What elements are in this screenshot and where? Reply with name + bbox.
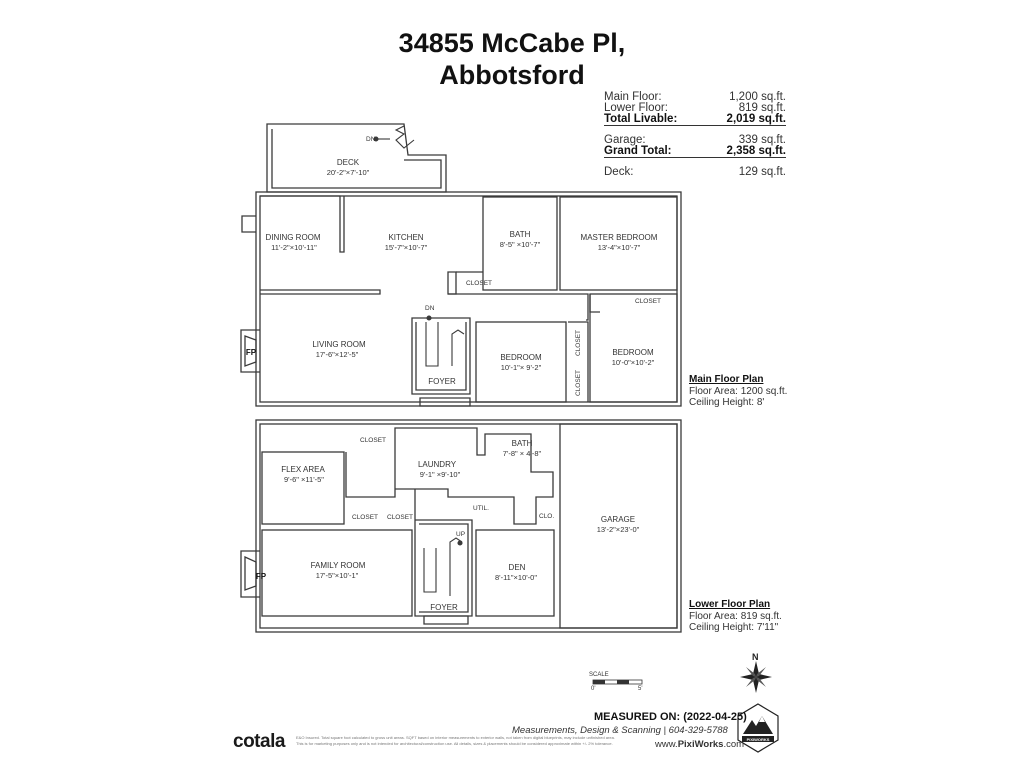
- area-row-deck: Deck: 129 sq.ft.: [604, 166, 786, 178]
- garage-name: GARAGE: [601, 515, 635, 524]
- listing-title-line1: 34855 McCabe Pl,: [398, 28, 626, 58]
- area-row-main: Main Floor: 1,200 sq.ft.: [604, 91, 786, 103]
- dn-deck-label: DN: [366, 136, 376, 143]
- area-label: Lower Floor:: [604, 102, 668, 114]
- main-floor-info: Main Floor Plan Floor Area: 1200 sq.ft. …: [689, 374, 787, 409]
- area-label: Main Floor:: [604, 91, 662, 103]
- logo-text: PIXIWORKS: [747, 737, 770, 742]
- fireplaces: [240, 329, 260, 598]
- scale-bar: [592, 679, 643, 685]
- bedroom2-dim: 10'-0"×10'-2": [612, 358, 655, 367]
- disclaimer-line2: This is for marketing purposes only and …: [296, 741, 613, 746]
- kitchen-name: KITCHEN: [388, 233, 423, 242]
- deck-name: DECK: [337, 158, 360, 167]
- closet-bed2-label: CLOSET: [635, 298, 661, 305]
- scale-max: 5': [638, 686, 643, 692]
- lower-floor-info: Lower Floor Plan Floor Area: 819 sq.ft. …: [689, 599, 782, 634]
- master-dim: 13'-4"×10'-7": [598, 243, 641, 252]
- site-prefix: www.: [655, 739, 678, 750]
- scale-label: SCALE: [589, 672, 609, 678]
- living-name: LIVING ROOM: [312, 340, 366, 349]
- master-name: MASTER BEDROOM: [581, 233, 658, 242]
- bedroom2-name: BEDROOM: [612, 348, 654, 357]
- dining-name: DINING ROOM: [265, 233, 320, 242]
- compass-rose-icon: [740, 661, 772, 693]
- scale-min: 0': [591, 686, 596, 692]
- living-dim: 17'-6"×12'-5": [316, 350, 359, 359]
- lower-floor-heading: Lower Floor Plan: [689, 599, 771, 610]
- disclaimer-line1: E&O Insured. Total square foot calculate…: [296, 735, 615, 740]
- bath-main-dim: 8'-5" ×10'-7": [500, 240, 541, 249]
- stair-symbols: [373, 125, 465, 596]
- closet-lower2-label: CLOSET: [352, 514, 378, 521]
- flex-name: FLEX AREA: [281, 465, 325, 474]
- lower-floor-ceiling: Ceiling Height: 7'11": [689, 622, 779, 633]
- area-value: 1,200 sq.ft.: [729, 91, 786, 103]
- lower-floor-walls: [255, 419, 682, 633]
- area-value: 129 sq.ft.: [738, 166, 786, 178]
- credit-text: Measurements, Design & Scanning | 604-32…: [512, 725, 728, 736]
- family-name: FAMILY ROOM: [311, 561, 366, 570]
- fp-lower-label: FP: [256, 572, 267, 581]
- area-row-garage: Garage: 339 sq.ft.: [604, 134, 786, 146]
- area-value: 819 sq.ft.: [738, 102, 786, 114]
- lower-floor-area: Floor Area: 819 sq.ft.: [689, 610, 782, 622]
- area-label: Garage:: [604, 134, 646, 146]
- area-label: Total Livable:: [604, 113, 678, 125]
- area-row-lower: Lower Floor: 819 sq.ft.: [604, 102, 786, 114]
- foyer-main-name: FOYER: [428, 377, 456, 386]
- deck-dim: 20'-2"×7'-10": [327, 168, 370, 177]
- website-link[interactable]: www.PixiWorks.com: [655, 739, 744, 750]
- area-summary-table: Main Floor: 1,200 sq.ft. Lower Floor: 81…: [604, 91, 786, 178]
- laundry-name: LAUNDRY: [418, 460, 457, 469]
- pixiworks-logo-icon: PIXIWORKS: [737, 703, 779, 753]
- foyer-lower-name: FOYER: [430, 603, 458, 612]
- bedroom1-dim: 10'-1"× 9'-2": [501, 363, 542, 372]
- area-label: Grand Total:: [604, 145, 672, 157]
- up-lower-label: UP: [456, 531, 465, 538]
- family-dim: 17'-5"×10'-1": [316, 571, 359, 580]
- util-label: UTIL.: [473, 505, 489, 512]
- closet-kitchen-label: CLOSET: [466, 280, 492, 287]
- main-floor-ceiling: Ceiling Height: 8': [689, 397, 765, 408]
- area-value: 339 sq.ft.: [738, 134, 786, 146]
- bedroom1-name: BEDROOM: [500, 353, 542, 362]
- bath-main-name: BATH: [510, 230, 531, 239]
- main-floor-area: Floor Area: 1200 sq.ft.: [689, 385, 788, 397]
- den-dim: 8'-11"×10'-0": [495, 573, 537, 582]
- laundry-dim: 9'-1" ×9'-10": [420, 470, 461, 479]
- flex-dim: 9'-6" ×11'-5": [284, 475, 324, 484]
- den-name: DEN: [509, 563, 526, 572]
- closet-lower3-label: CLOSET: [387, 514, 413, 521]
- compass-north-label: N: [752, 652, 759, 662]
- closet-lower1-label: CLOSET: [360, 437, 386, 444]
- bath-lower-name: BATH: [512, 439, 533, 448]
- area-value: 2,019 sq.ft.: [726, 113, 786, 125]
- area-row-grand-total: Grand Total: 2,358 sq.ft.: [604, 145, 786, 158]
- main-floor-walls: [241, 123, 682, 407]
- closet-v1-label: CLOSET: [575, 330, 582, 356]
- site-name: PixiWorks: [677, 739, 724, 750]
- listing-title-line2: Abbotsford: [439, 60, 585, 90]
- dn-main-label: DN: [425, 305, 435, 312]
- cotala-brand-logo: cotala: [233, 731, 285, 752]
- area-value: 2,358 sq.ft.: [726, 145, 786, 157]
- measured-on-text: MEASURED ON: (2022-04-25): [594, 711, 747, 723]
- bath-lower-dim: 7'-8" × 4'-8": [503, 449, 542, 458]
- garage-dim: 13'-2"×23'-0": [597, 525, 640, 534]
- main-floor-heading: Main Floor Plan: [689, 374, 764, 385]
- closet-v2-label: CLOSET: [575, 370, 582, 396]
- fp-main-label: FP: [246, 348, 257, 357]
- dining-dim: 11'-2"×10'-11": [271, 243, 317, 252]
- area-label: Deck:: [604, 166, 634, 178]
- clo-label: CLO.: [539, 513, 554, 520]
- kitchen-dim: 15'-7"×10'-7": [385, 243, 428, 252]
- area-row-total-livable: Total Livable: 2,019 sq.ft.: [604, 113, 786, 126]
- site-suffix: .com: [723, 739, 745, 750]
